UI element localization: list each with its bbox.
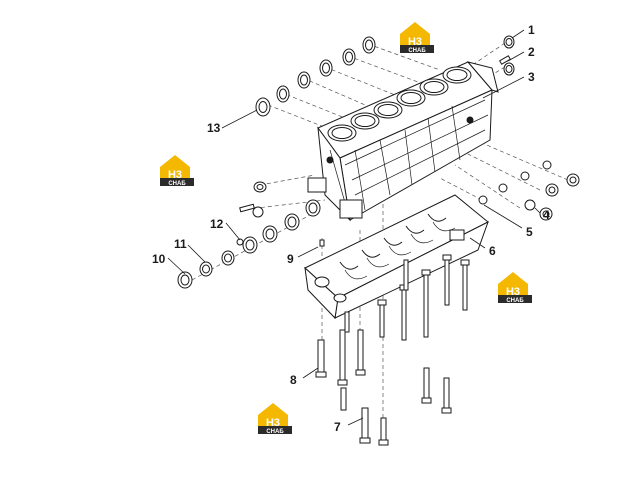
watermark-small: CHAБ [168,181,186,187]
callout-5: 5 [526,225,533,239]
callout-10: 10 [152,252,166,266]
bolts [315,254,470,446]
assembly-lines [191,42,569,418]
callout-7: 7 [334,420,341,434]
callout-11: 11 [174,237,187,251]
side-plugs-left [177,181,325,289]
watermark-logo: H3 CHAБ [258,403,292,435]
watermark-small: CHAБ [506,298,524,304]
watermark-small: CHAБ [266,429,284,435]
watermark-logo: H3 CHAБ [160,155,194,187]
callout-12: 12 [210,217,224,231]
watermark-logo: H3 CHAБ [400,22,434,54]
side-plugs-right [478,160,580,221]
bedplate [304,194,489,320]
callout-4: 4 [543,208,550,222]
callout-1: 1 [528,23,535,37]
engine-block [307,61,499,222]
callouts: 1 2 3 4 5 6 7 8 9 10 11 12 13 [152,23,550,434]
callout-3: 3 [528,70,535,84]
callout-6: 6 [489,244,496,258]
callout-2: 2 [528,45,535,59]
watermark-logo: H3 CHAБ [498,272,532,304]
leader-lines [167,29,541,426]
watermark-small: CHAБ [408,48,426,54]
callout-13: 13 [207,121,221,135]
callout-8: 8 [290,373,297,387]
core-plugs-top [255,35,515,117]
callout-9: 9 [287,252,294,266]
